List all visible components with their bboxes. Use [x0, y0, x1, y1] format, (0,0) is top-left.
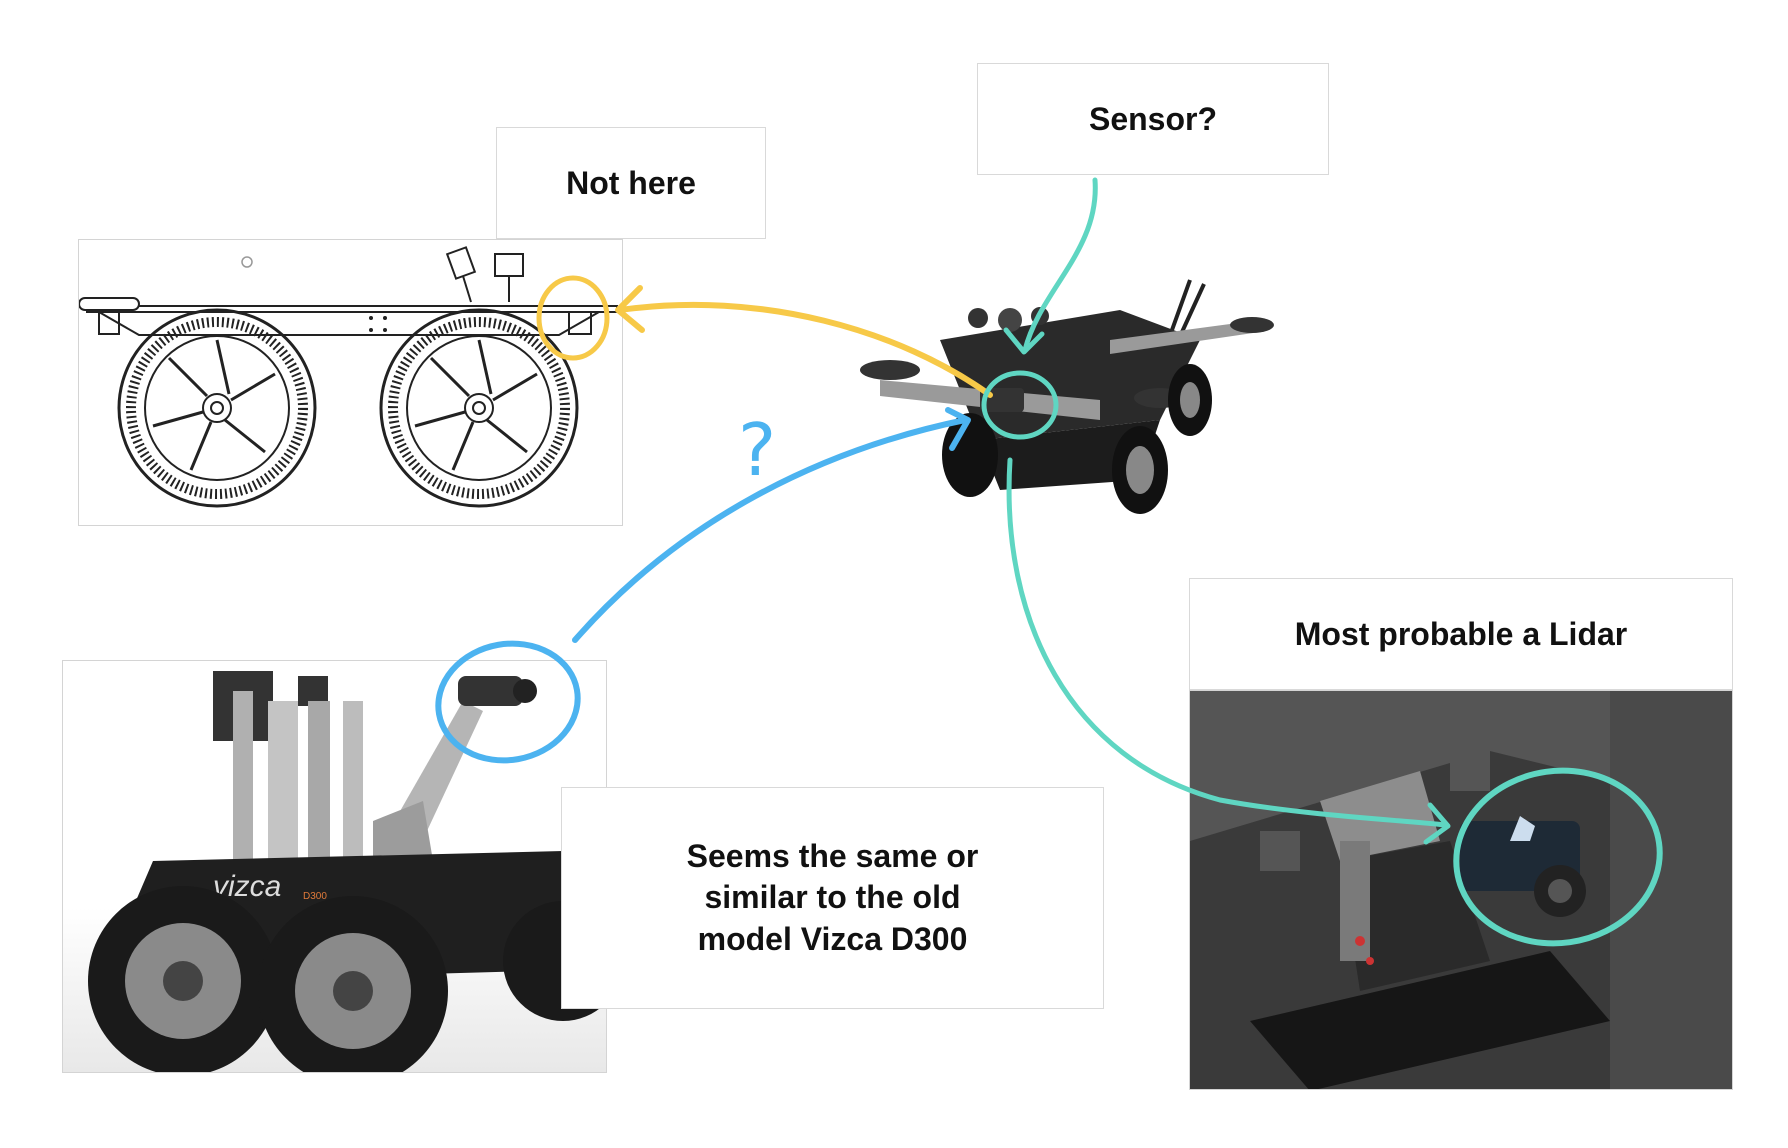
label-vizca-line1: Seems the same or [686, 837, 979, 874]
label-not-here-text: Not here [566, 164, 696, 201]
label-not-here: Not here [496, 127, 766, 239]
robot-photo-center [860, 270, 1280, 520]
vizca-wheel-right [258, 896, 448, 1072]
lidar-photo-panel [1189, 690, 1733, 1090]
wheel-left [117, 308, 317, 508]
label-sensor: Sensor? [977, 63, 1329, 175]
robot-line-drawing [79, 246, 618, 508]
label-vizca-line3: model Vizca D300 [697, 920, 968, 957]
label-vizca: Seems the same or similar to the old mod… [561, 787, 1104, 1009]
label-vizca-line2: similar to the old [704, 879, 961, 916]
label-sensor-text: Sensor? [1088, 100, 1218, 137]
vizca-model-text: D300 [303, 891, 327, 902]
vizca-wheel-left [88, 886, 278, 1072]
label-lidar: Most probable a Lidar [1189, 578, 1733, 690]
drawing-panel [78, 239, 623, 526]
wheel-right [379, 308, 579, 508]
vizca-photo-panel: vizca D300 [62, 660, 607, 1073]
question-mark: ? [738, 408, 776, 492]
label-lidar-text: Most probable a Lidar [1294, 615, 1628, 652]
